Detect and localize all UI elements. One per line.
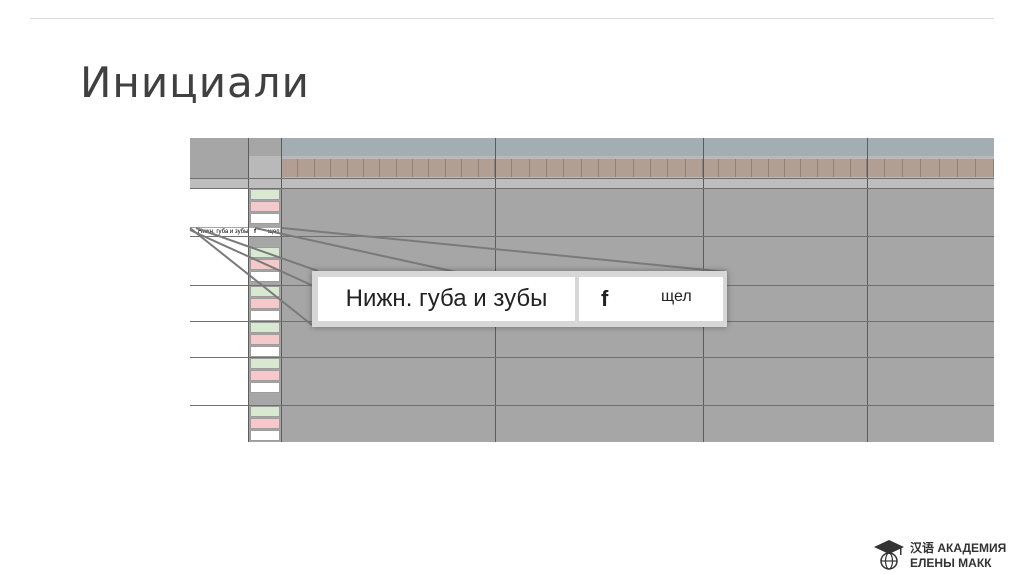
row-group-2 [190,237,248,285]
tone-cell [867,159,886,177]
tone-cell [685,159,703,177]
leader-line [189,227,313,326]
callout-letter: f [601,286,609,311]
tone-cell [478,159,495,177]
tone-cell [735,159,753,177]
tone-cell [633,159,651,177]
mini-cell [250,322,280,333]
tone-cell [380,159,397,177]
grid-line [281,138,282,442]
initials-table: Нижн. губа и зубы f щел [190,138,994,442]
tone-cell [347,159,364,177]
tone-cell [396,159,414,177]
tone-cell [752,159,769,177]
academy-logo: 汉语 АКАДЕМИЯ ЕЛЕНЫ МАКК [872,537,1022,573]
tone-cell [413,159,430,177]
mini-cell [250,213,280,224]
tone-cell [445,159,463,177]
callout-initial: f щел [579,277,723,321]
mini-cell [250,189,280,200]
tone-cell [939,159,958,177]
grid-line [190,178,994,179]
mini-cell [250,298,280,309]
tone-cell [785,159,802,177]
tone-cell [703,159,720,177]
mini-cell [250,310,280,321]
grid-line [190,357,994,358]
row-group-3 [190,286,248,321]
logo-line-2: ЕЛЕНЫ МАКК [910,556,992,570]
logo-chinese: 汉语 [910,541,935,555]
graduation-globe-icon [874,540,904,570]
tone-cell [512,159,530,177]
tone-cell [651,159,669,177]
tone-cell [495,159,513,177]
tone-cell [547,159,565,177]
tone-cell [462,159,479,177]
mini-row-letter: f [254,229,256,235]
leader-line [189,229,319,289]
mini-cell [250,418,280,429]
row-group-1 [190,189,248,227]
tone-cell [599,159,617,177]
tone-cell [801,159,818,177]
slide-title: Инициали [80,58,310,107]
mini-cell [250,370,280,381]
mini-cell [250,406,280,417]
tone-cell [363,159,381,177]
mini-cell [250,430,280,441]
tone-cell [719,159,736,177]
row-group-6 [190,406,248,442]
tone-cell [282,159,299,177]
tone-cell [921,159,940,177]
tone-cell [529,159,547,177]
tone-cell [581,159,599,177]
table-corner-cell [190,138,248,176]
zoom-callout: Нижн. губа и зубы f щел [312,271,727,327]
tone-cell [850,159,867,177]
tone-cell [668,159,686,177]
tone-cell [331,159,348,177]
tone-cell [429,159,446,177]
slide-top-rule [30,18,994,19]
grid-line [248,138,249,442]
row-group-4 [190,322,248,357]
callout-type: щел [661,288,692,305]
logo-academy: АКАДЕМИЯ [937,541,1007,555]
table-spacer-row [190,178,994,188]
callout-label: Нижн. губа и зубы [318,277,575,321]
grid-line [190,188,994,189]
leader-line [195,227,319,272]
row-group-5 [190,358,248,405]
grid-line [867,138,868,442]
mini-row-label: Нижн. губа и зубы [198,229,249,235]
mini-cell [250,201,280,212]
table-header-band [282,138,994,156]
mini-cell [250,358,280,369]
tone-cell [768,159,785,177]
tone-cell [975,159,994,177]
tone-cell [298,159,315,177]
tone-cell [817,159,835,177]
grid-line [190,405,994,406]
tone-cell [564,159,582,177]
tone-cell [885,159,904,177]
leader-line [281,227,728,273]
tone-cell [314,159,332,177]
mini-cell [250,334,280,345]
tone-cell [957,159,976,177]
tone-cell [903,159,922,177]
mini-cell [250,346,280,357]
tone-cell [616,159,634,177]
leader-line [254,227,457,273]
tone-cell [834,159,851,177]
grid-line [190,236,994,237]
mini-cell [250,382,280,393]
logo-line-1: 汉语 АКАДЕМИЯ [910,539,1006,556]
